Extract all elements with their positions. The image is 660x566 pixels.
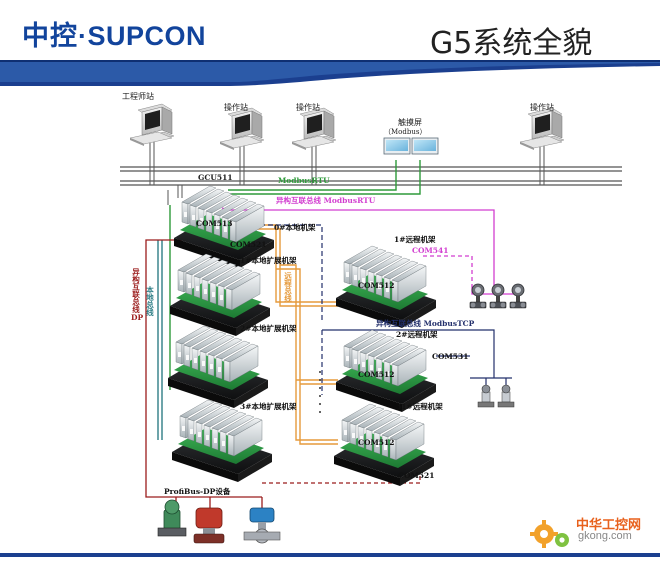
watermark-name: 中华工控网 (576, 518, 642, 533)
touchscreen-label: 触摸屏 (398, 117, 422, 127)
local-bus-label: 本地总线 (145, 285, 154, 318)
operator-station-label: 操作站 (296, 102, 320, 112)
profibus-label: ProfiBus-DP设备 (164, 486, 231, 496)
engineer-station: 工程师站 (122, 91, 175, 147)
hetero-bus-dp-suffix: DP (131, 313, 144, 322)
local-ext-2-label: 2#本地扩展机架 (240, 323, 297, 333)
page-title: G5系统全貌 (430, 26, 593, 61)
diagram-labels: GCU511 ModbusRTU 异构互联总线 ModbusRTU COM513… (131, 173, 475, 496)
tcp-field-devices (477, 384, 515, 408)
com531-label: COM531 (432, 352, 468, 361)
com521-remote-label: COM521 (398, 471, 434, 480)
logo-en: SUPCON (87, 21, 207, 51)
gcu-label: GCU511 (198, 173, 233, 182)
com512-label: COM512 (358, 438, 394, 447)
modbus-rtu-label: ModbusRTU (278, 176, 330, 185)
operator-station-1: 操作站 (219, 102, 265, 151)
gear-icon (530, 520, 569, 548)
pressure-transmitter-icon (489, 283, 507, 309)
hetero-bus-rtu-label: 异构互联总线 ModbusRTU (276, 195, 376, 205)
touchscreens: 触摸屏 （Modbus） (383, 117, 439, 155)
remote-31-label: 31#远程机架 (396, 401, 443, 411)
continuation-dots (319, 371, 321, 413)
pc-icon (219, 107, 265, 151)
remote-bus-label: 远程总线 (283, 272, 292, 304)
com512-label: COM512 (358, 370, 394, 379)
local-rack-0-label: 0#本地机架 (274, 222, 316, 232)
local-ext-3-label: 3#本地扩展机架 (240, 401, 297, 411)
pc-icon (519, 107, 565, 151)
touchscreen-sub-label: （Modbus） (384, 128, 426, 136)
modbus-rtu-line (169, 160, 421, 390)
ethernet-drops (149, 140, 545, 205)
remote-dashed-links (252, 224, 323, 395)
supcon-logo: 中控·SUPCON (22, 14, 206, 53)
logo-cn: 中控 (22, 21, 78, 51)
modbus-field-devices (469, 283, 527, 309)
local-bus-line (157, 240, 163, 440)
flowmeter-icon (477, 384, 495, 408)
hetero-bus-tcp-label: 异构互联总线 ModbusTCP (376, 318, 475, 328)
com521-label: COM521 (230, 240, 266, 249)
pc-icon (291, 107, 337, 151)
local-ext-rack-2 (167, 325, 269, 409)
header-swoosh (0, 60, 660, 86)
touchscreen-icon (383, 137, 411, 155)
local-ext-1-label: 1#本地扩展机架 (240, 255, 297, 265)
flowmeter-icon (497, 384, 515, 408)
ethernet-bus (120, 166, 622, 186)
com513-label: COM513 (196, 219, 232, 228)
pc-icon (129, 103, 175, 147)
com512-label: COM512 (358, 281, 394, 290)
actuator-valve-icon (193, 507, 225, 544)
pressure-transmitter-icon (469, 283, 487, 309)
remote-2-label: 2#远程机架 (396, 329, 438, 339)
operator-station-label: 操作站 (224, 102, 248, 112)
operator-station-label: 操作站 (530, 102, 554, 112)
hetero-bus-dp-label: 异构互联总线 (131, 268, 140, 315)
com541-label: COM541 (412, 246, 448, 255)
watermark-url: gkong.com (578, 530, 632, 542)
remote-1-label: 1#远程机架 (394, 234, 436, 244)
ball-valve-icon (243, 507, 281, 544)
engineer-station-label: 工程师站 (122, 91, 154, 101)
local-ext-rack-3 (171, 399, 273, 483)
footer-band (0, 553, 660, 557)
logo-dot: · (78, 21, 88, 51)
profibus-devices (157, 499, 281, 544)
touchscreen-icon (411, 137, 439, 155)
pressure-transmitter-icon (509, 283, 527, 309)
operator-station-2: 操作站 (291, 102, 337, 151)
operator-station-3: 操作站 (519, 102, 565, 151)
transmitter-device-icon (157, 499, 187, 537)
